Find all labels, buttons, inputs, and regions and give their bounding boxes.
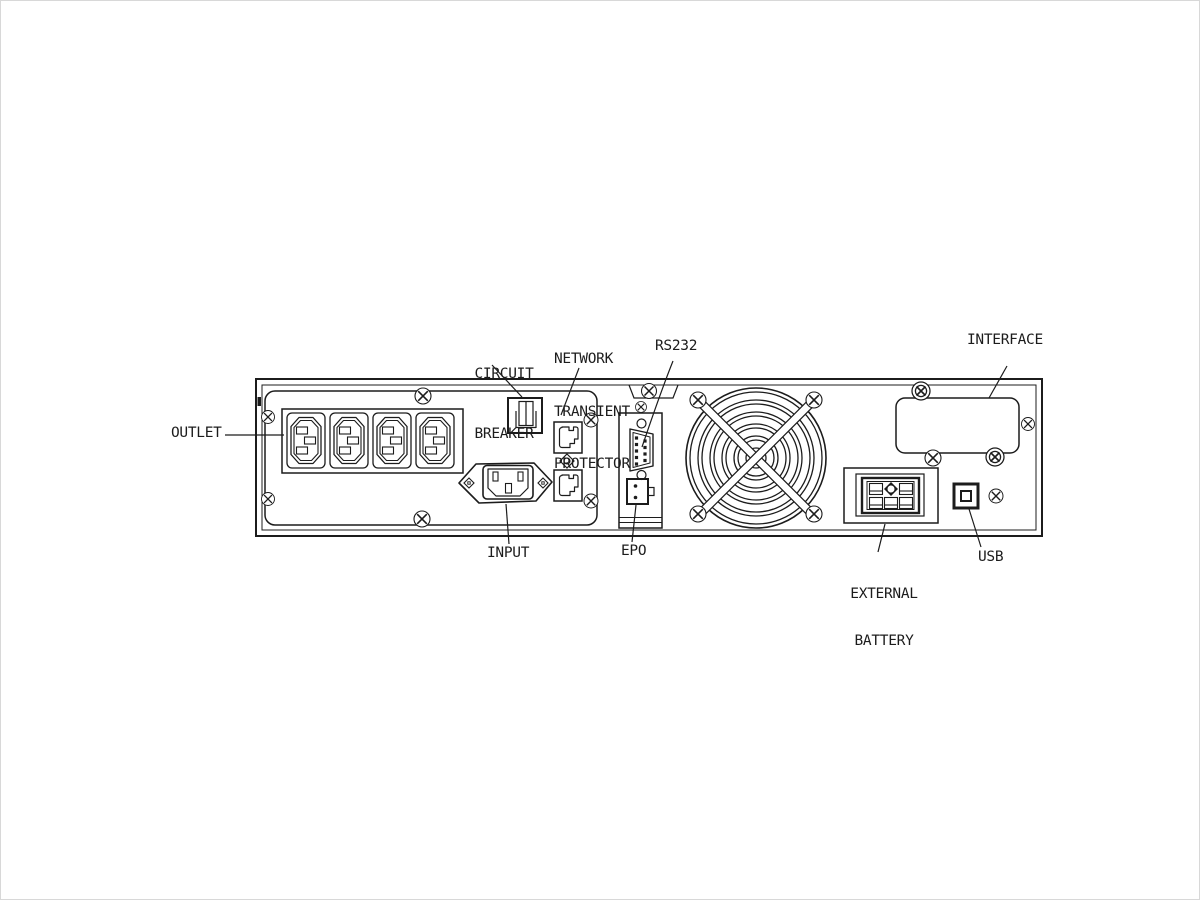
label-external-battery-line1: EXTERNAL xyxy=(850,586,918,602)
label-circuit-breaker-line1: CIRCUIT xyxy=(474,366,534,382)
label-circuit-breaker-line2: BREAKER xyxy=(474,426,534,442)
label-epo: EPO xyxy=(621,543,647,559)
screw-icon xyxy=(634,400,648,414)
screw-icon xyxy=(911,381,931,401)
panel-notch xyxy=(628,384,679,399)
label-network-transient-protector: NETWORK TRANSIENT PROTECTOR xyxy=(554,316,630,509)
label-ntp-line2: TRANSIENT xyxy=(554,403,630,420)
leader-interface xyxy=(988,365,1008,399)
leader-lines xyxy=(225,360,1008,553)
screw-icon xyxy=(689,391,707,409)
outlet-socket-4 xyxy=(415,412,455,469)
label-ntp-line3: PROTECTOR xyxy=(554,456,630,472)
leader-circuit-breaker xyxy=(491,364,523,398)
screw-icon xyxy=(988,488,1004,504)
screw-icon xyxy=(1020,416,1036,432)
label-external-battery: EXTERNAL BATTERY xyxy=(846,556,922,680)
interface-slot xyxy=(895,397,1020,454)
screw-icon xyxy=(414,387,432,405)
outlet-group xyxy=(281,408,464,474)
label-interface: INTERFACE xyxy=(967,332,1043,348)
recessed-panel xyxy=(264,390,598,526)
leader-rs232 xyxy=(641,360,674,448)
label-rs232: RS232 xyxy=(655,338,698,354)
leader-usb xyxy=(968,508,982,548)
db9-connector xyxy=(629,418,654,481)
label-circuit-breaker: CIRCUIT BREAKER xyxy=(459,324,549,484)
label-usb: USB xyxy=(978,549,1004,565)
leader-external-battery xyxy=(877,523,886,553)
label-ntp-line1: NETWORK xyxy=(554,351,614,367)
screw-icon xyxy=(689,505,707,523)
outlet-socket-1 xyxy=(286,412,326,469)
ground-diamond-icon xyxy=(559,453,575,469)
screw-icon xyxy=(260,409,276,425)
label-input: INPUT xyxy=(487,545,530,561)
outlet-socket-3 xyxy=(372,412,412,469)
screw-icon xyxy=(413,510,431,528)
screw-icon xyxy=(985,447,1005,467)
screw-icon xyxy=(260,491,276,507)
screw-icon xyxy=(924,449,942,467)
leader-epo xyxy=(631,504,637,543)
rs232-epo-plate xyxy=(618,412,663,529)
circuit-breaker xyxy=(507,397,543,434)
label-outlet: OUTLET xyxy=(171,425,222,441)
usb-port xyxy=(952,482,980,510)
screw-icon xyxy=(640,382,658,400)
screw-icon xyxy=(805,391,823,409)
screw-icon xyxy=(805,505,823,523)
leader-input xyxy=(505,503,510,545)
outlet-socket-2 xyxy=(329,412,369,469)
label-external-battery-line2: BATTERY xyxy=(854,632,914,649)
input-connector xyxy=(458,462,553,504)
fan-grille xyxy=(685,387,827,529)
leader-network-protector xyxy=(560,367,580,416)
external-battery-connector xyxy=(843,467,939,524)
network-transient-protector xyxy=(553,421,583,502)
epo-connector xyxy=(626,478,655,505)
